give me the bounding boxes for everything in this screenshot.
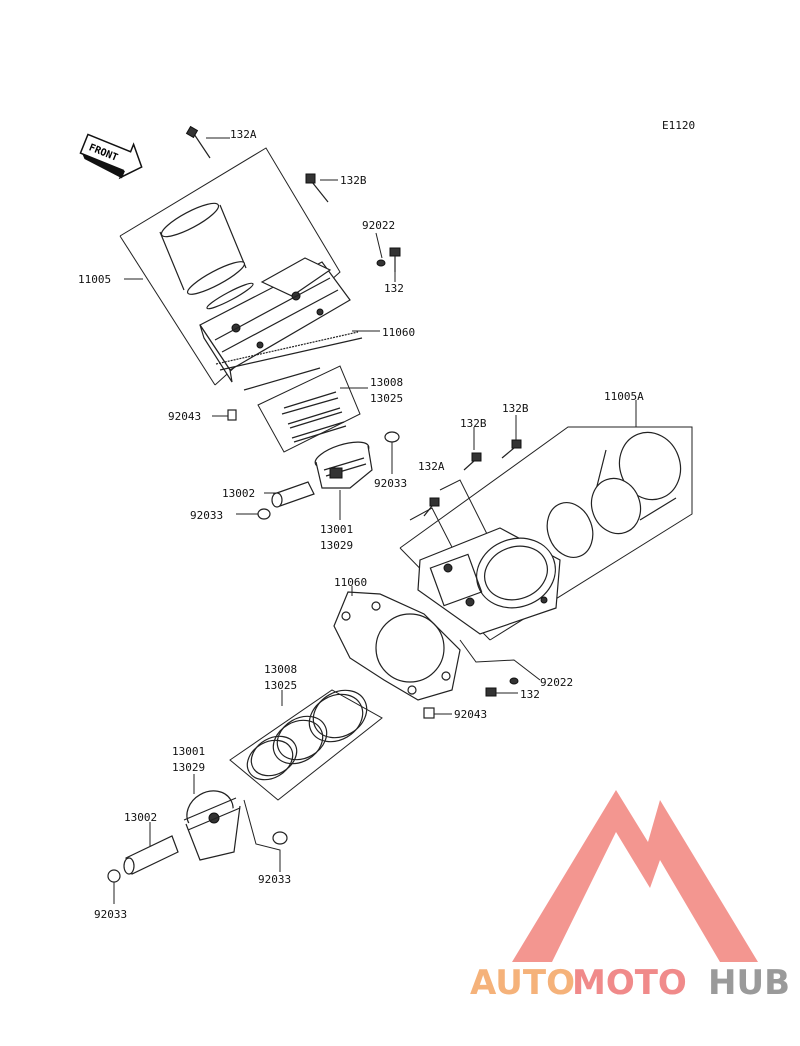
label-11005: 11005 (78, 273, 111, 286)
label-132B-lower: 132B (502, 402, 529, 415)
dowel-92043-lower-icon (423, 707, 435, 719)
label-13008: 13008 (370, 376, 403, 389)
circlip-lower-left-icon (107, 869, 121, 883)
piston-lower (183, 790, 241, 861)
circlip-upper-right-icon (384, 431, 400, 443)
label-11060-lower: 11060 (334, 576, 367, 589)
watermark-auto: AUTO (470, 963, 575, 1003)
bolt-132B-lower-icon (501, 439, 522, 459)
piston-pin-lower (123, 835, 179, 875)
label-92022-lower: 92022 (540, 676, 573, 689)
bolt-132-lower-icon (485, 687, 497, 697)
washer-92022-icon (376, 259, 386, 267)
automotohub-logo-icon (512, 790, 758, 962)
cylinder-sleeve-lower (546, 431, 682, 558)
cylinder-block-lower (417, 527, 561, 635)
label-92033-right: 92033 (374, 477, 407, 490)
upper-assembly (119, 125, 401, 520)
bolt-132-icon (389, 247, 401, 272)
label-13002-lower: 13002 (124, 811, 157, 824)
piston-rings-upper (243, 367, 347, 443)
label-132-lower: 132 (520, 688, 540, 701)
diagram-code: E1120 (662, 119, 695, 132)
label-13008-lower: 13008 (264, 663, 297, 676)
label-92033-lower-right: 92033 (258, 873, 291, 886)
label-13029-lower: 13029 (172, 761, 205, 774)
bolt-132A-icon (185, 125, 211, 159)
label-92033-left: 92033 (190, 509, 223, 522)
bolt-132A-lower-icon (423, 497, 440, 517)
label-13001-lower: 13001 (172, 745, 205, 758)
label-132B-lower-2: 132B (460, 417, 487, 430)
front-arrow-icon: FRONT (79, 133, 143, 180)
label-132: 132 (384, 282, 404, 295)
label-132A-lower: 132A (418, 460, 445, 473)
circlip-upper-left-icon (257, 508, 271, 520)
label-92043: 92043 (168, 410, 201, 423)
label-13029: 13029 (320, 539, 353, 552)
label-132A: 132A (230, 128, 257, 141)
piston-upper (314, 441, 373, 489)
watermark-moto: MOTO (572, 963, 687, 1003)
label-13025: 13025 (370, 392, 403, 405)
watermark-hub: HUB (708, 963, 790, 1003)
bolt-132B-lower2-icon (463, 452, 482, 471)
cylinder-block-upper (199, 257, 351, 383)
dowel-92043-icon (227, 409, 237, 421)
label-13001: 13001 (320, 523, 353, 536)
lower-assembly (107, 400, 693, 904)
label-11060: 11060 (382, 326, 415, 339)
cylinder-sleeve-upper (159, 202, 254, 310)
label-13025-lower: 13025 (264, 679, 297, 692)
washer-92022-lower-icon (509, 677, 519, 685)
label-132B: 132B (340, 174, 367, 187)
label-92043-lower: 92043 (454, 708, 487, 721)
bolt-132B-icon (305, 173, 329, 203)
label-92022: 92022 (362, 219, 395, 232)
label-92033-lower-left: 92033 (94, 908, 127, 921)
gasket-lower (333, 591, 461, 701)
circlip-lower-right-icon (272, 831, 288, 845)
label-13002: 13002 (222, 487, 255, 500)
label-11005A: 11005A (604, 390, 644, 403)
piston-pin-upper (271, 481, 315, 508)
piston-rings-lower (246, 689, 368, 781)
